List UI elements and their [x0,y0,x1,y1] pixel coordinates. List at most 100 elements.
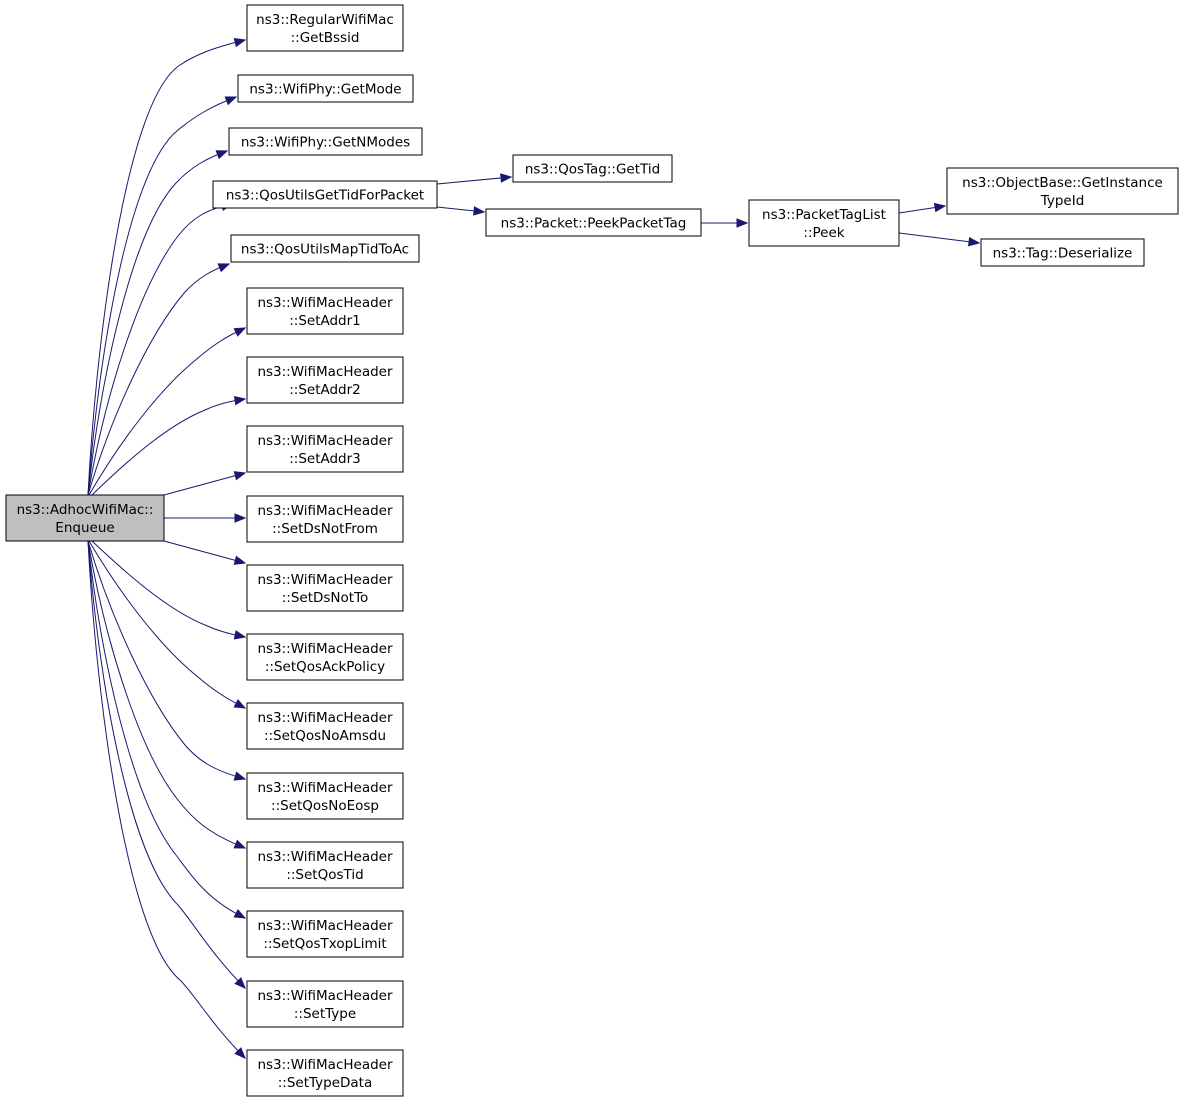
nodes-layer: ns3::AdhocWifiMac::Enqueue ns3::RegularWi… [5,4,1179,1097]
node-box [748,199,900,247]
edge-qosgettid-to-peekpackettag [436,206,486,216]
node-setqostid[interactable]: ns3::WifiMacHeader::SetQosTid [246,841,404,889]
edge-arrowhead [736,218,749,228]
edge-line [87,540,246,849]
node-label: ns3::WifiMacHeader [257,295,393,311]
node-label: ns3::WifiMacHeader [257,572,393,588]
edge-arrowhead [473,206,486,216]
node-packettaglistpeek[interactable]: ns3::PacketTagList::Peek [748,199,900,247]
edge-arrowhead [233,839,247,849]
edge-line [88,327,246,496]
edge-root-to-getbssid [87,37,247,496]
node-box [246,980,404,1028]
node-label: ns3::WifiPhy::GetNModes [241,135,410,151]
edge-root-to-qosmaptid [87,263,231,496]
edge-packettaglistpeek-to-tagdeserialize [898,232,981,247]
node-setdsnotto[interactable]: ns3::WifiMacHeader::SetDsNotTo [246,564,404,612]
node-box [485,208,702,237]
node-box [230,234,420,263]
node-box [946,167,1179,215]
node-box [246,702,404,750]
node-box [246,356,404,404]
node-label: ::SetDsNotFrom [272,521,378,537]
edge-packettaglistpeek-to-getinstancetypeid [898,202,947,214]
node-settypedata[interactable]: ns3::WifiMacHeader::SetTypeData [246,1049,404,1097]
edge-line [87,540,246,1059]
node-label: ns3::WifiMacHeader [257,780,393,796]
edge-root-to-settypedata [87,540,246,1059]
node-label: Enqueue [55,520,114,536]
node-label: ns3::QosUtilsMapTidToAc [241,242,409,258]
edge-root-to-setqosnoeosp [87,540,247,781]
node-label: ns3::WifiMacHeader [257,1057,393,1073]
node-setaddr1[interactable]: ns3::WifiMacHeader::SetAddr1 [246,287,404,335]
node-label: TypeId [1040,193,1085,209]
node-label: ::SetQosTid [286,867,363,883]
node-label: ::SetAddr3 [289,451,361,467]
node-getmode[interactable]: ns3::WifiPhy::GetMode [237,74,414,103]
node-qosmaptid[interactable]: ns3::QosUtilsMapTidToAc [230,234,420,263]
edge-root-to-settype [87,540,246,989]
node-box [246,425,404,473]
node-label: ns3::WifiMacHeader [257,710,393,726]
edge-root-to-setqostid [87,540,247,849]
edge-arrowhead [217,263,231,273]
node-qostaggettid[interactable]: ns3::QosTag::GetTid [512,154,673,183]
node-tagdeserialize[interactable]: ns3::Tag::Deserialize [980,238,1145,267]
edge-line [87,150,228,496]
edge-arrowhead [233,37,247,48]
node-setqosackpolicy[interactable]: ns3::WifiMacHeader::SetQosAckPolicy [246,633,404,681]
node-peekpackettag[interactable]: ns3::Packet::PeekPacketTag [485,208,702,237]
node-setqosnoeosp[interactable]: ns3::WifiMacHeader::SetQosNoEosp [246,772,404,820]
node-box [212,180,438,209]
edge-line [87,96,237,496]
node-label: ::SetQosNoEosp [271,798,379,814]
node-label: ns3::Tag::Deserialize [993,246,1133,262]
node-label: ns3::WifiMacHeader [257,849,393,865]
node-label: ns3::ObjectBase::GetInstance [962,175,1163,191]
node-box [246,495,404,543]
node-setqostxoplimit[interactable]: ns3::WifiMacHeader::SetQosTxopLimit [246,910,404,958]
node-setaddr2[interactable]: ns3::WifiMacHeader::SetAddr2 [246,356,404,404]
node-box [246,1049,404,1097]
node-box [246,772,404,820]
edge-arrowhead [233,395,247,406]
node-label: ns3::WifiMacHeader [257,364,393,380]
node-label: ns3::PacketTagList [762,207,886,223]
node-setdsnotfrom[interactable]: ns3::WifiMacHeader::SetDsNotFrom [246,495,404,543]
node-settype[interactable]: ns3::WifiMacHeader::SetType [246,980,404,1028]
node-label: ::Peek [803,225,844,241]
edge-qosgettid-to-qostaggettid [436,173,513,185]
edge-arrowhead [233,630,247,640]
node-setaddr3[interactable]: ns3::WifiMacHeader::SetAddr3 [246,425,404,473]
edge-root-to-setaddr2 [91,395,247,496]
edge-line [163,540,246,564]
node-label: ::SetTypeData [278,1075,373,1091]
node-getnmodes[interactable]: ns3::WifiPhy::GetNModes [228,127,423,156]
node-box [237,74,414,103]
node-root[interactable]: ns3::AdhocWifiMac::Enqueue [5,494,165,542]
edge-arrowhead [234,1047,246,1059]
edge-peekpackettag-to-packettaglistpeek [701,218,749,228]
edge-arrowhead [500,173,513,183]
node-label: ns3::AdhocWifiMac:: [17,502,154,518]
edge-arrowhead [224,96,238,106]
node-label: ns3::WifiMacHeader [257,918,393,934]
node-box [246,564,404,612]
node-box [512,154,673,183]
edge-arrowhead [933,202,947,213]
node-setqosnoamsdu[interactable]: ns3::WifiMacHeader::SetQosNoAmsdu [246,702,404,750]
edge-arrowhead [234,513,247,523]
node-label: ::SetQosTxopLimit [263,936,386,952]
node-label: ns3::WifiPhy::GetMode [249,82,401,98]
node-label: ns3::QosUtilsGetTidForPacket [226,188,424,204]
node-qosgettid[interactable]: ns3::QosUtilsGetTidForPacket [212,180,438,209]
edge-line [87,540,246,919]
node-getbssid[interactable]: ns3::RegularWifiMac::GetBssid [246,4,404,52]
node-label: ns3::QosTag::GetTid [525,162,660,178]
node-box [246,841,404,889]
edge-arrowhead [233,327,247,337]
edge-line [91,540,246,638]
